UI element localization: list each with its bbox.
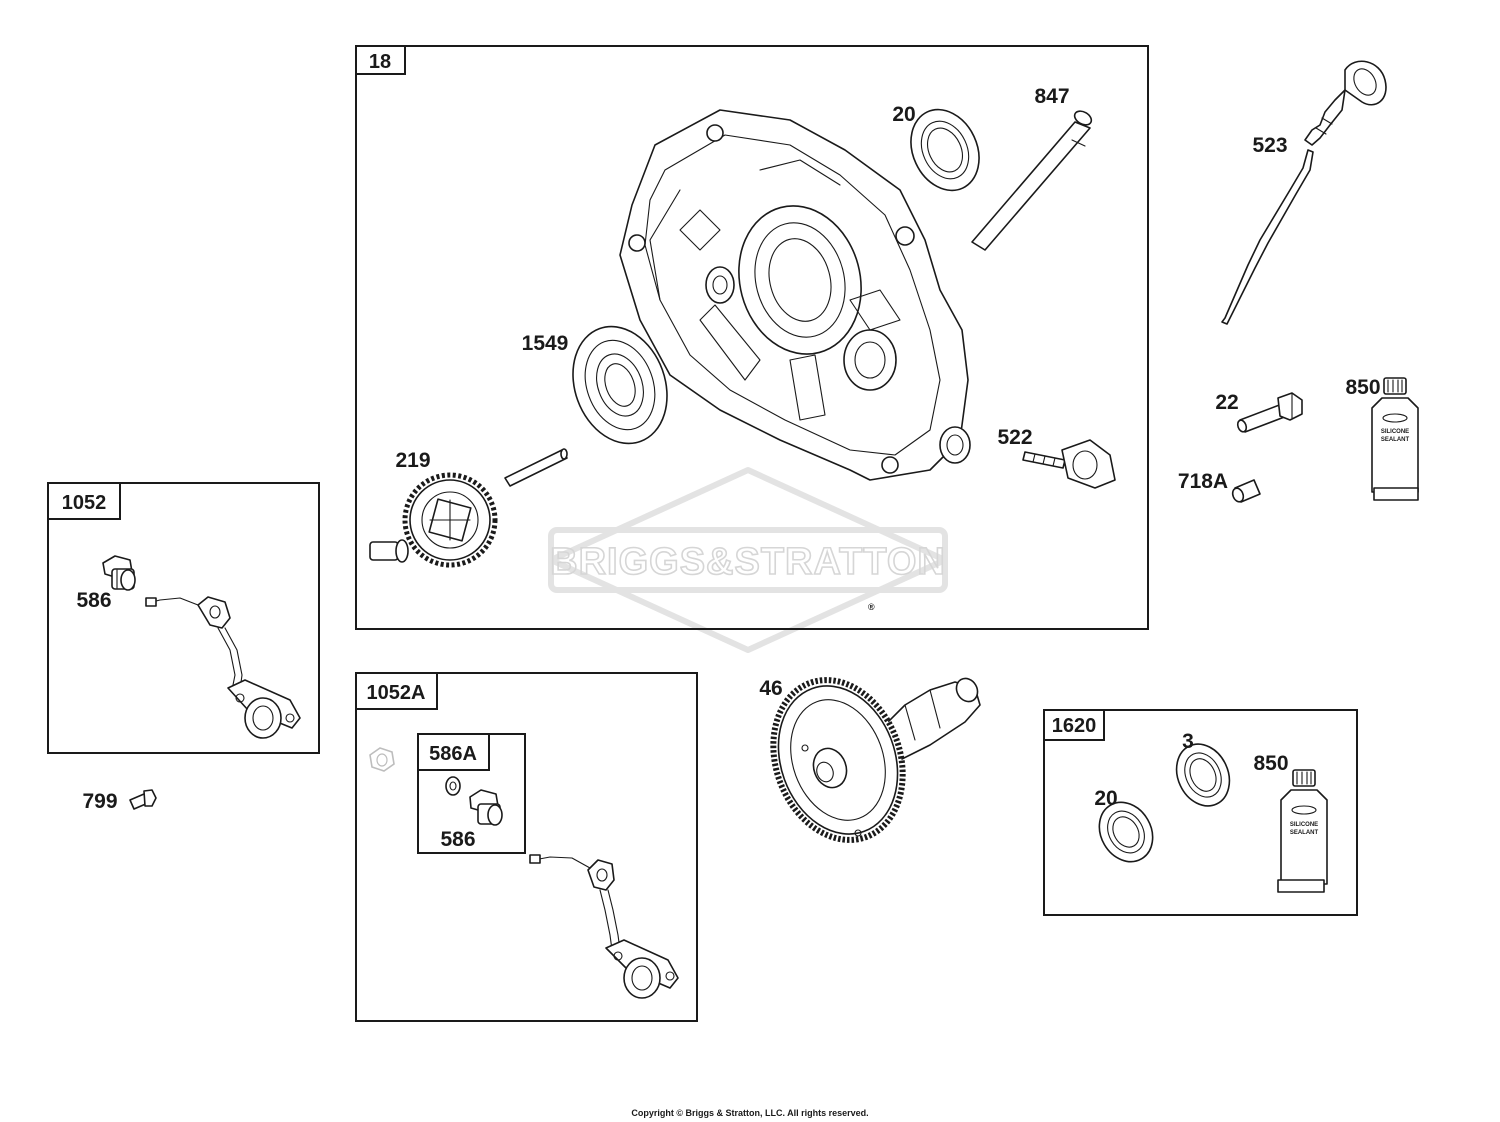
sealant-top-line2: SEALANT	[1381, 437, 1410, 443]
label-718a: 718A	[1178, 470, 1228, 493]
oil-sensor-1052a[interactable]	[529, 854, 679, 999]
box-18-label: 18	[369, 51, 391, 73]
label-3: 3	[1182, 730, 1194, 753]
label-586-left: 586	[76, 589, 111, 612]
label-850-top: 850	[1345, 376, 1380, 399]
oil-sensor-1052[interactable]	[145, 596, 301, 739]
part-850-sealant-top[interactable]: SILICONE SEALANT	[1371, 377, 1419, 501]
watermark: BRIGGS&STRATTON ®	[548, 467, 948, 653]
crankcase-cover[interactable]	[619, 109, 971, 481]
label-850-kit: 850	[1253, 752, 1288, 775]
box-1620-label: 1620	[1052, 715, 1097, 737]
label-799: 799	[82, 790, 117, 813]
box-1052-label: 1052	[62, 492, 107, 514]
part-586-sensor-left[interactable]	[102, 555, 136, 591]
box-1052a[interactable]: 1052A	[355, 672, 698, 1022]
label-20-top: 20	[892, 103, 915, 126]
part-nut-1052a[interactable]	[369, 747, 395, 772]
part-1549-bearing[interactable]	[557, 313, 683, 457]
label-46: 46	[759, 677, 782, 700]
label-22: 22	[1215, 391, 1238, 414]
part-523-dipstick[interactable]	[1221, 60, 1387, 325]
box-1620[interactable]: 1620	[1043, 709, 1358, 916]
label-522: 522	[997, 426, 1032, 449]
part-20-seal-top[interactable]	[898, 98, 992, 201]
part-799-screw[interactable]	[129, 789, 157, 810]
watermark-text: BRIGGS&STRATTON	[550, 541, 946, 583]
box-1052[interactable]: 1052	[47, 482, 320, 754]
part-850-sealant-kit[interactable]: SILICONE SEALANT	[1277, 769, 1328, 893]
part-219-governor-gear[interactable]	[369, 448, 568, 568]
part-522-plug[interactable]	[1022, 439, 1116, 489]
label-1549: 1549	[522, 332, 569, 355]
sealant-kit-line2: SEALANT	[1290, 830, 1319, 836]
label-523: 523	[1252, 134, 1287, 157]
box-1052a-label: 1052A	[367, 682, 426, 704]
copyright-text: Copyright © Briggs & Stratton, LLC. All …	[631, 1108, 868, 1118]
label-20-kit: 20	[1094, 787, 1117, 810]
sealant-kit-line1: SILICONE	[1290, 822, 1318, 828]
box-586a[interactable]: 586A	[417, 733, 526, 854]
part-586-kit-sensor[interactable]	[445, 776, 503, 826]
label-847: 847	[1034, 85, 1069, 108]
box-18[interactable]: 18	[355, 45, 1149, 630]
label-586-kit: 586	[440, 828, 475, 851]
part-3-seal[interactable]	[1167, 735, 1239, 814]
part-20-seal-kit[interactable]	[1089, 793, 1163, 872]
part-22-bolt[interactable]	[1236, 392, 1303, 433]
part-847-tube[interactable]	[971, 108, 1094, 251]
label-219: 219	[395, 449, 430, 472]
box-586a-label: 586A	[429, 743, 477, 765]
part-718a-dowel[interactable]	[1231, 479, 1261, 503]
part-46-camshaft[interactable]	[752, 662, 982, 859]
sealant-top-line1: SILICONE	[1381, 429, 1409, 435]
watermark-registered-mark: ®	[868, 602, 875, 612]
